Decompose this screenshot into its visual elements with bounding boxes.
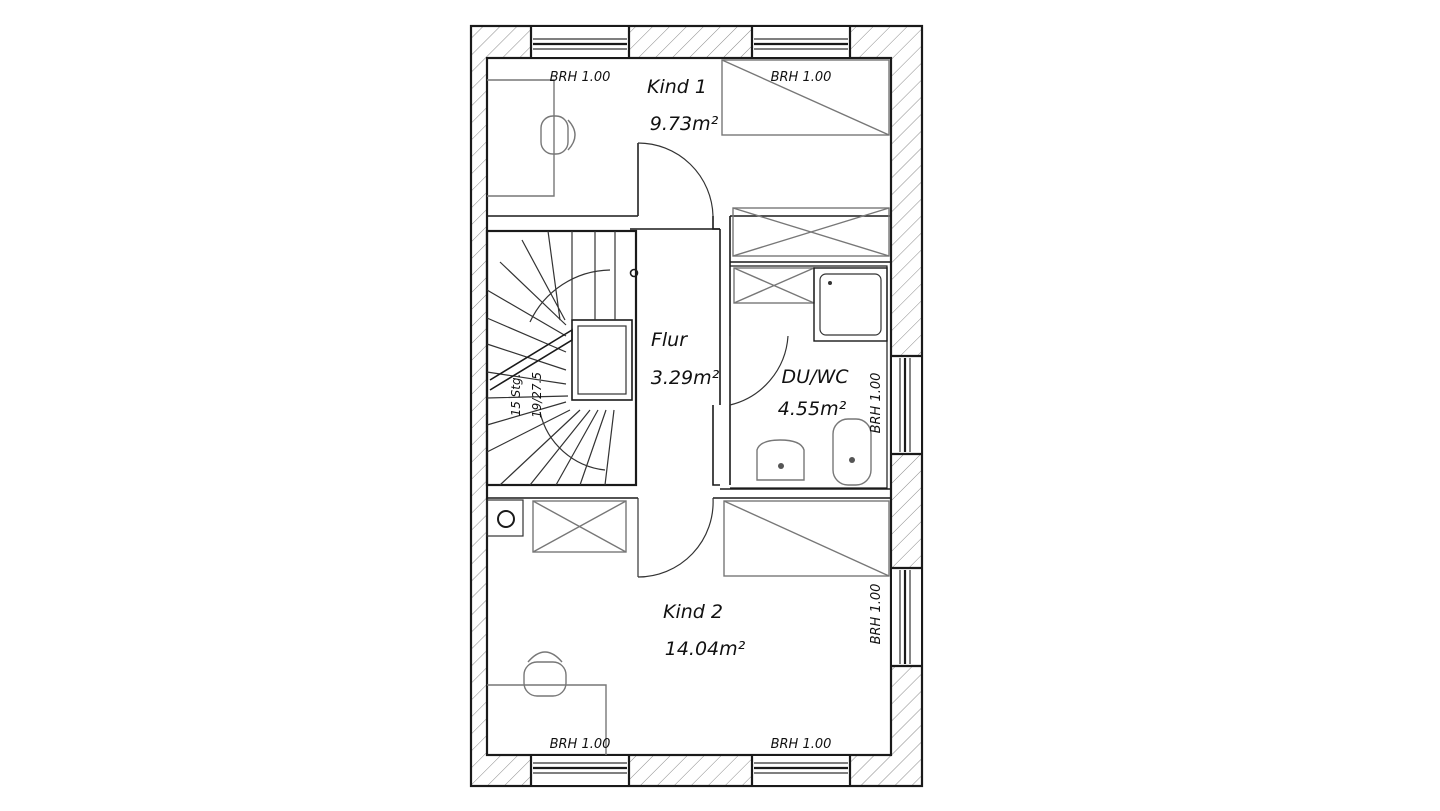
room-name-kind2: Kind 2 xyxy=(663,601,723,623)
room-area-kind2: 14.04m² xyxy=(665,638,746,660)
wardrobe xyxy=(732,207,890,257)
brh-label-bottom-right: BRH 1.00 xyxy=(771,737,832,752)
window-right-kind2 xyxy=(892,566,921,668)
bed xyxy=(723,500,890,577)
window-bottom-left xyxy=(529,756,631,785)
room-name-flur: Flur xyxy=(651,329,688,351)
room-area-flur: 3.29m² xyxy=(651,367,720,389)
chair-icon xyxy=(540,115,576,155)
bath-fixtures xyxy=(733,267,888,486)
room-area-duwc: 4.55m² xyxy=(778,398,847,420)
brh-label-right-bath: BRH 1.00 xyxy=(869,373,884,434)
brh-label-top-right: BRH 1.00 xyxy=(771,70,832,85)
kind2-furniture xyxy=(486,499,890,755)
window-right-bath xyxy=(892,354,921,456)
stair-rise-run-label: 19/27.5 xyxy=(530,372,544,418)
chimney-icon xyxy=(497,510,515,528)
stair-steps-label: 15 Stg. xyxy=(509,374,523,417)
window-top-left xyxy=(529,27,631,57)
bed xyxy=(721,59,890,136)
window-labels: BRH 1.00 BRH 1.00 BRH 1.00 BRH 1.00 BRH … xyxy=(550,70,884,752)
window-top-right xyxy=(750,27,852,57)
room-name-duwc: DU/WC xyxy=(782,366,850,388)
doors xyxy=(637,142,789,578)
room-labels: Kind 1 9.73m² Flur 3.29m² DU/WC 4.55m² K… xyxy=(647,76,849,660)
toilet-icon xyxy=(832,418,872,486)
sink-icon xyxy=(756,439,805,481)
shower-tray-icon xyxy=(813,267,888,342)
brh-label-top-left: BRH 1.00 xyxy=(550,70,611,85)
room-area-kind1: 9.73m² xyxy=(650,113,719,135)
staircase: 15 Stg. 19/27.5 xyxy=(485,229,639,487)
chair-icon xyxy=(523,651,567,697)
kind1-furniture xyxy=(487,59,890,257)
brh-label-right-kind2: BRH 1.00 xyxy=(869,584,884,645)
windows xyxy=(529,27,921,785)
brh-label-bottom-left: BRH 1.00 xyxy=(550,737,611,752)
window-bottom-right xyxy=(750,756,852,785)
bath-cabinet xyxy=(733,267,815,304)
room-name-kind1: Kind 1 xyxy=(647,76,707,98)
cabinet xyxy=(532,500,627,553)
